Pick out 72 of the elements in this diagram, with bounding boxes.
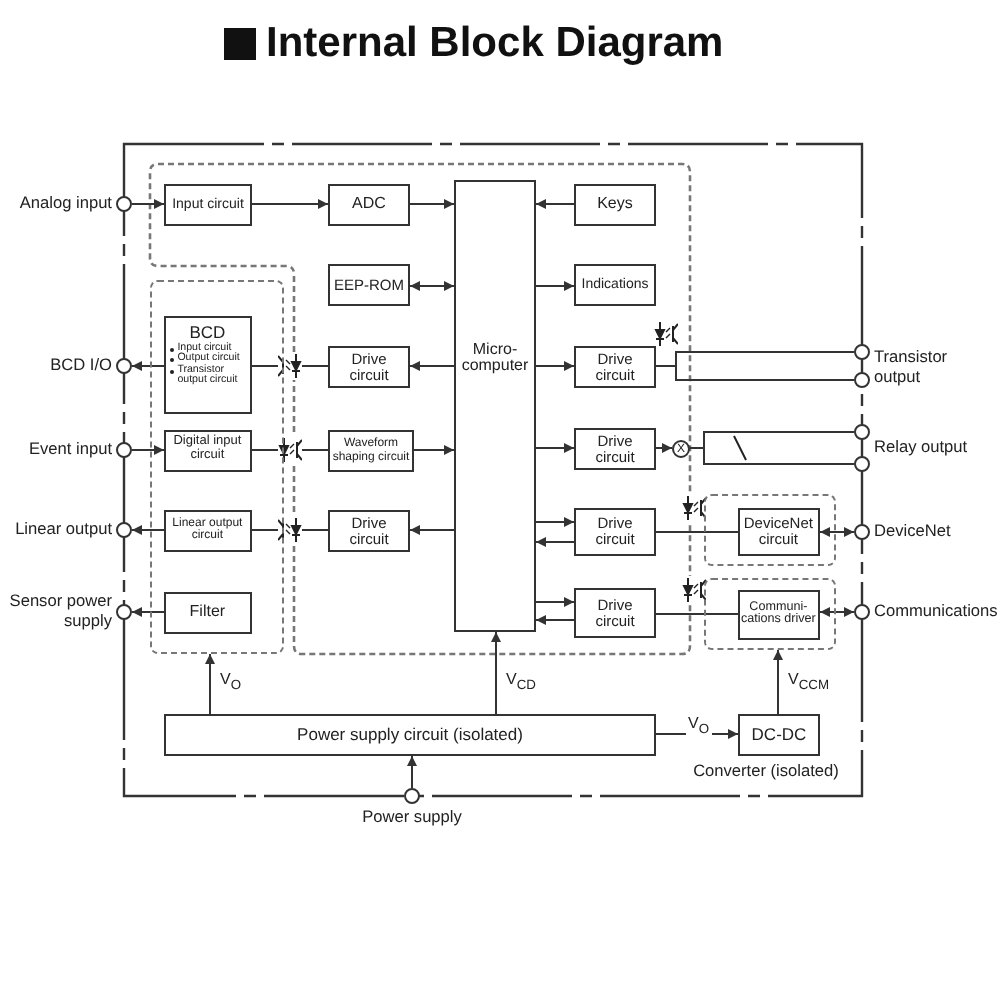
connector-line [655, 729, 739, 739]
terminal-label: Linear output [13, 520, 112, 540]
terminal-label: Analog input [17, 194, 112, 214]
connector-line [409, 199, 455, 209]
dotted-group-outline [704, 578, 836, 650]
connector-line [251, 365, 329, 367]
connector-line [491, 631, 501, 715]
dotted-group-outline [704, 494, 836, 566]
connector-line [655, 443, 673, 453]
terminal-label: Sensor power supply [7, 592, 112, 631]
connector-line [535, 537, 575, 547]
terminal-circle [116, 442, 132, 458]
connector-line [535, 443, 575, 453]
process-box: Filter [163, 591, 252, 634]
edge-label: V$_{O}$ [686, 716, 712, 739]
edge-label: V$_{CD}$ [504, 672, 538, 695]
connector-line [409, 525, 455, 535]
connector-line [819, 527, 855, 537]
process-box: ADC [328, 184, 410, 226]
connector-line [407, 755, 417, 789]
connector-line [773, 649, 783, 715]
connector-line [535, 361, 575, 371]
edge-label: V$_{CCM}$ [786, 672, 832, 695]
connector-line [251, 199, 329, 209]
connector-line [535, 615, 575, 625]
process-box: Keys [574, 184, 656, 226]
connector-line [413, 445, 455, 455]
connector-line [131, 199, 165, 209]
terminal-circle [116, 604, 132, 620]
terminal-circle [854, 524, 870, 540]
process-box: Power supply circuit (isolated) [164, 714, 656, 756]
connector-line [131, 361, 165, 371]
connector-line [535, 199, 575, 209]
terminal-label: Event input [26, 440, 112, 460]
connector-line [409, 281, 455, 291]
connector-line [205, 653, 215, 715]
connector-line [251, 529, 329, 531]
terminal-circle [854, 344, 870, 360]
terminal-circle [854, 456, 870, 472]
connector-line [131, 525, 165, 535]
terminal-circle [116, 196, 132, 212]
terminal-label: Converter (isolated) [691, 762, 841, 782]
connector-line [251, 449, 329, 451]
dotted-group-outline [150, 280, 284, 654]
terminal-circle [854, 372, 870, 388]
terminal-circle [404, 788, 420, 804]
terminal-label: BCD I/O [48, 356, 112, 376]
process-box [163, 315, 252, 414]
connector-line [409, 361, 455, 371]
terminal-label: DeviceNet [874, 522, 953, 542]
connector-line [131, 607, 165, 617]
terminal-circle [116, 522, 132, 538]
microcomputer-box: Micro- computer [454, 180, 536, 632]
edge-label: V$_{O}$ [218, 672, 244, 695]
connector-line [131, 445, 165, 455]
connector-line [655, 613, 739, 615]
terminal-label: Power supply [360, 808, 464, 828]
terminal-circle [854, 604, 870, 620]
terminal-circle [116, 358, 132, 374]
terminal-label: Communications [874, 602, 998, 622]
connector-line [819, 607, 855, 617]
terminal-label: Relay output [874, 438, 970, 458]
terminal-circle [854, 424, 870, 440]
connector-line [535, 597, 575, 607]
connector-line [655, 531, 739, 533]
connector-line [535, 517, 575, 527]
connector-line [689, 447, 855, 465]
connector-line [535, 281, 575, 291]
terminal-label: Transistor output [874, 348, 950, 387]
process-box: DC-DC [738, 714, 820, 756]
diagram-title: Internal Block Diagram [266, 20, 724, 68]
block-heading: BCD [189, 323, 226, 342]
